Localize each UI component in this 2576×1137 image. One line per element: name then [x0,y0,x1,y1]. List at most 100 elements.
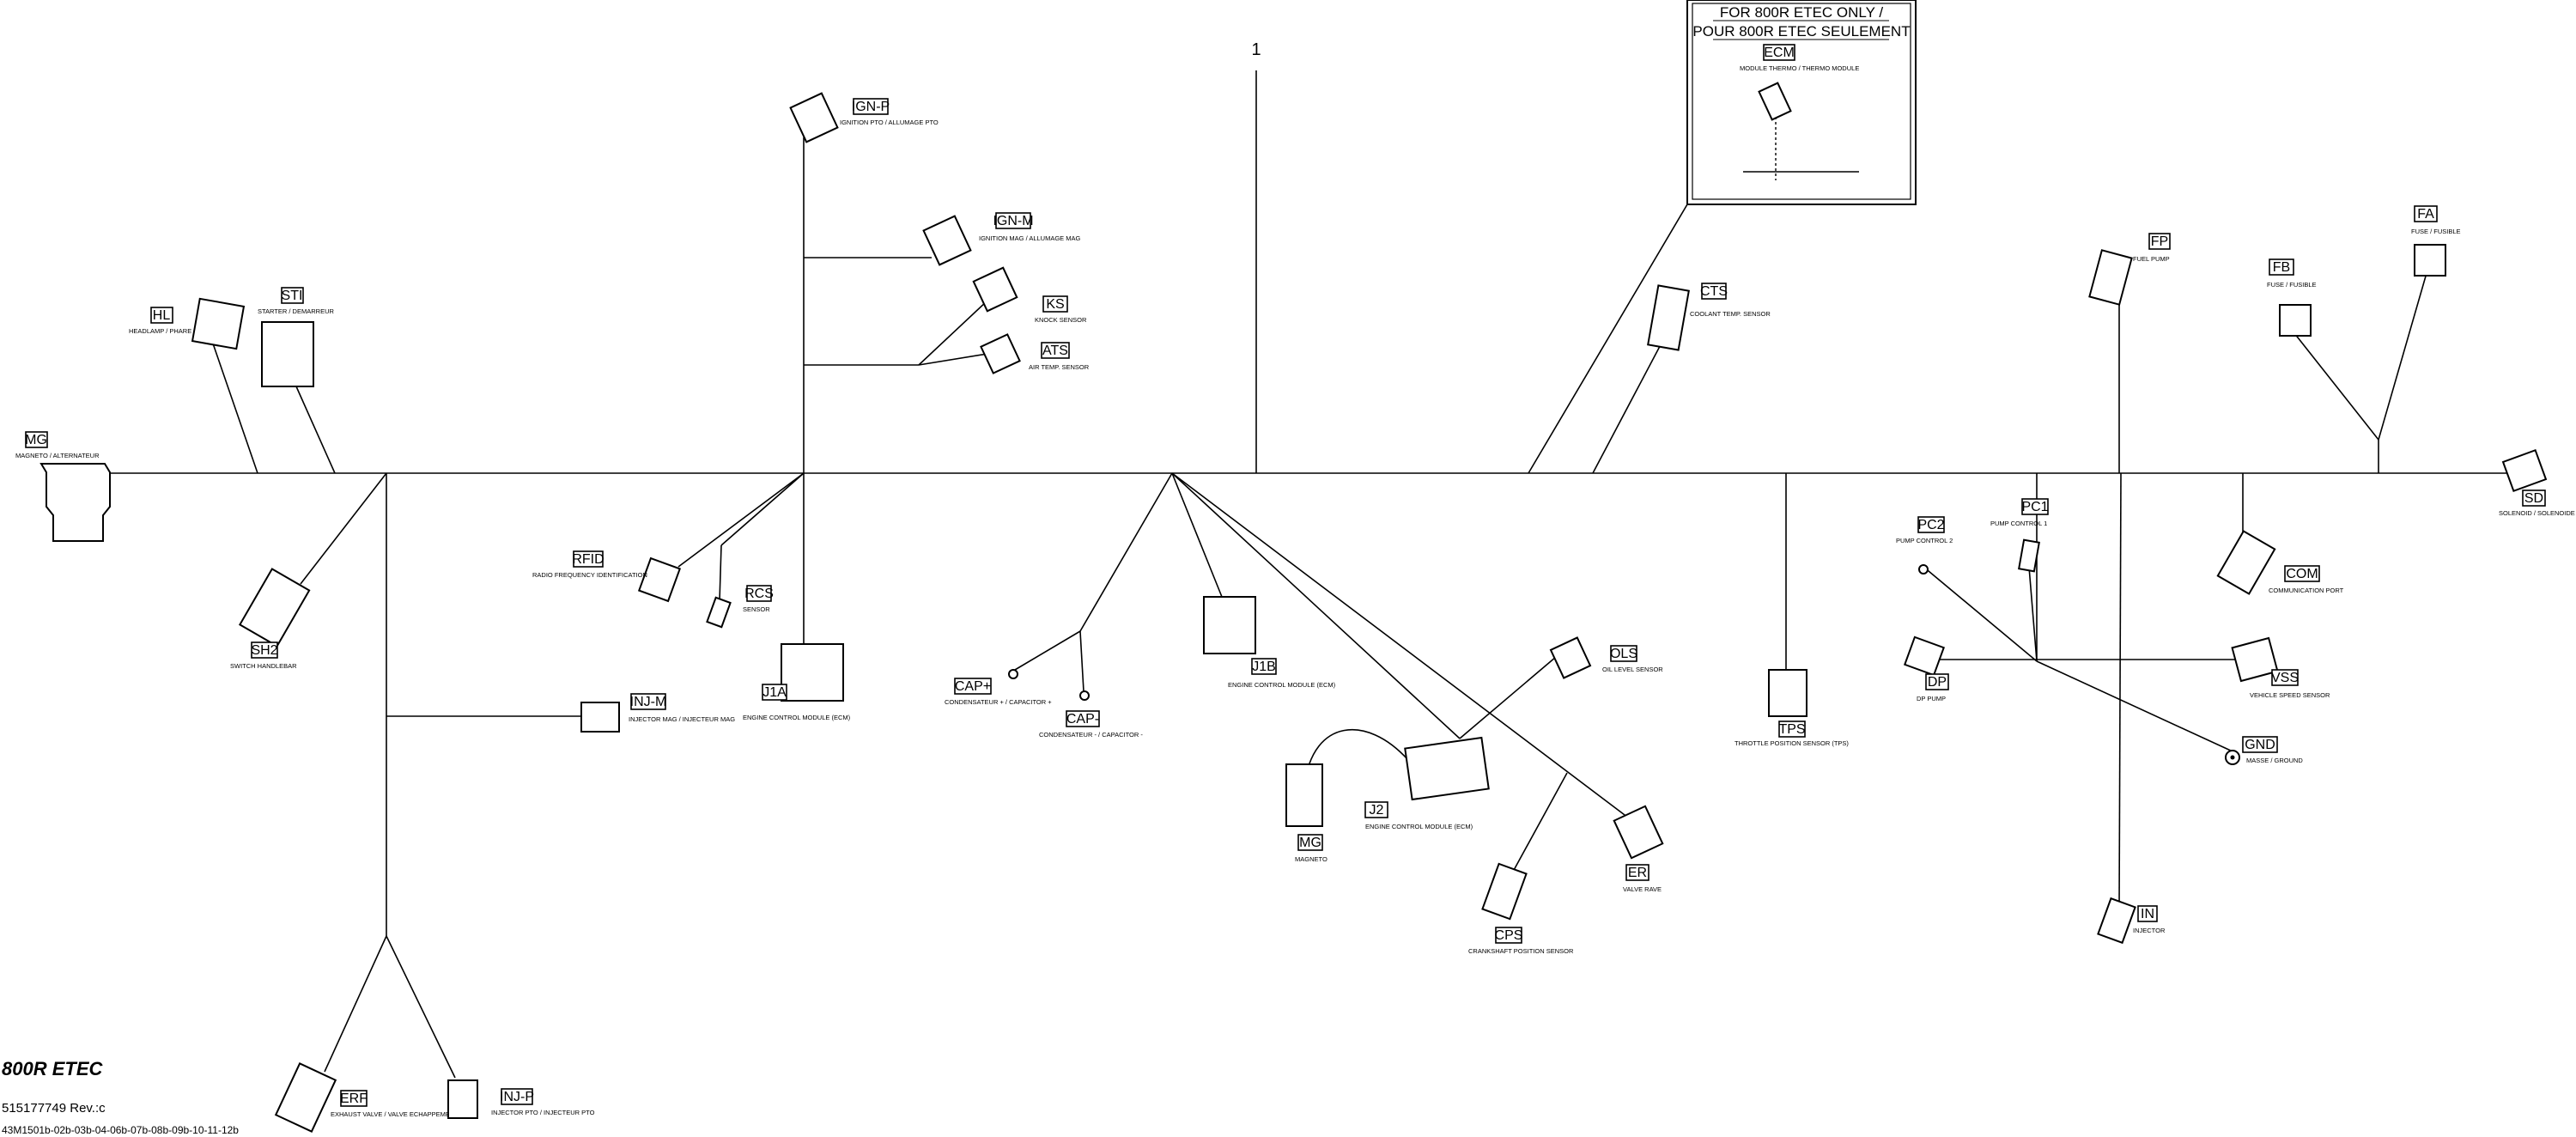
svg-text:HL: HL [153,308,171,323]
svg-text:COOLANT TEMP. SENSOR: COOLANT TEMP. SENSOR [1690,310,1771,318]
connector-J1A[interactable]: J1A ENGINE CONTROL MODULE (ECM) [743,643,851,721]
svg-text:AIR TEMP. SENSOR: AIR TEMP. SENSOR [1029,363,1090,371]
svg-text:CTS: CTS [1700,284,1728,299]
svg-text:SH2: SH2 [251,643,277,658]
svg-text:MAGNETO: MAGNETO [1295,855,1327,863]
svg-text:ATS: ATS [1042,344,1068,358]
svg-text:INJ-P: INJ-P [500,1090,534,1104]
connector-CPS[interactable]: CPS CRANKSHAFT POSITION SENSOR [1468,862,1574,955]
connector-CTS[interactable]: CTS COOLANT TEMP. SENSOR [1647,283,1771,351]
connector-CAP-minus[interactable]: CAP- CONDENSATEUR - / CAPACITOR - [1039,690,1143,739]
svg-text:PC2: PC2 [1917,518,1944,532]
svg-text:SOLENOID / SOLENOIDE: SOLENOID / SOLENOIDE [2499,509,2575,517]
svg-text:STARTER / DEMARREUR: STARTER / DEMARREUR [258,307,334,315]
svg-text:CPS: CPS [1495,928,1523,943]
connector-STI[interactable]: STI STARTER / DEMARREUR [258,287,334,387]
connector-FB[interactable]: FB FUSE / FUSIBLE [2267,258,2317,337]
connector-MG[interactable]: MG MAGNETO / ALTERNATEUR [15,431,111,542]
svg-text:DP: DP [1928,675,1947,690]
connector-RCS[interactable]: RCS SENSOR [706,585,774,629]
svg-text:TPS: TPS [1778,722,1805,737]
reference-number: 1 [1251,40,1261,59]
svg-text:ER: ER [1628,866,1647,880]
connector-IGN-M[interactable]: IGN-M IGNITION MAG / ALLUMAGE MAG [922,212,1081,266]
svg-text:FP: FP [2151,234,2168,249]
connector-MG-magneto[interactable]: MG MAGNETO [1285,763,1327,863]
svg-text:ERF: ERF [340,1091,368,1106]
connectors: MG MAGNETO / ALTERNATEUR HL HEADLAMP / P… [15,44,2575,1133]
svg-text:ENGINE CONTROL MODULE (ECM): ENGINE CONTROL MODULE (ECM) [1365,823,1473,830]
svg-text:OIL LEVEL SENSOR: OIL LEVEL SENSOR [1602,666,1663,673]
model-title: 800R ETEC [2,1058,103,1079]
connector-FA[interactable]: FA FUSE / FUSIBLE [2411,205,2461,277]
connector-VSS[interactable]: VSS VEHICLE SPEED SENSOR [2231,636,2330,699]
svg-text:MAGNETO / ALTERNATEUR: MAGNETO / ALTERNATEUR [15,452,100,459]
connector-INJ-M[interactable]: INJ-M INJECTOR MAG / INJECTEUR MAG [580,693,735,733]
svg-text:SD: SD [2524,491,2543,506]
connector-TPS[interactable]: TPS THROTTLE POSITION SENSOR (TPS) [1735,669,1849,747]
svg-text:DP PUMP: DP PUMP [1917,695,1946,702]
svg-text:FUSE / FUSIBLE: FUSE / FUSIBLE [2411,228,2461,235]
svg-text:SENSOR: SENSOR [743,605,770,613]
connector-SD[interactable]: SD SOLENOID / SOLENOIDE [2499,448,2575,517]
svg-text:INJ-M: INJ-M [630,695,667,709]
connector-KS[interactable]: KS KNOCK SENSOR [972,266,1087,324]
connector-ER[interactable]: ER VALVE RAVE [1613,805,1664,893]
connector-COM[interactable]: COM COMMUNICATION PORT [2216,530,2344,595]
svg-text:IN: IN [2141,907,2154,921]
svg-text:ECM: ECM [1764,46,1795,60]
connector-J1B[interactable]: J1B ENGINE CONTROL MODULE (ECM) [1203,596,1336,689]
svg-text:J1A: J1A [762,685,787,700]
connector-GND[interactable]: GND MASSE / GROUND [2225,736,2303,765]
svg-text:PUMP CONTROL 2: PUMP CONTROL 2 [1896,537,1953,544]
svg-text:VEHICLE SPEED SENSOR: VEHICLE SPEED SENSOR [2250,691,2330,699]
svg-text:INJECTOR PTO / INJECTEUR PTO: INJECTOR PTO / INJECTEUR PTO [491,1109,595,1116]
svg-text:KNOCK SENSOR: KNOCK SENSOR [1035,316,1087,324]
svg-text:COMMUNICATION PORT: COMMUNICATION PORT [2269,587,2344,594]
connector-FP[interactable]: FP FUEL PUMP [2088,233,2171,306]
svg-text:FUSE / FUSIBLE: FUSE / FUSIBLE [2267,281,2317,289]
svg-text:IGNITION MAG / ALLUMAGE MAG: IGNITION MAG / ALLUMAGE MAG [979,234,1081,242]
svg-text:FUEL PUMP: FUEL PUMP [2133,255,2170,263]
svg-text:FA: FA [2417,207,2434,222]
connector-ECM[interactable]: ECM MODULE THERMO / THERMO MODULE [1740,44,1859,72]
connector-OLS[interactable]: OLS OIL LEVEL SENSOR [1549,636,1663,679]
connector-ATS[interactable]: ATS AIR TEMP. SENSOR [980,333,1090,374]
connector-CAP-plus[interactable]: CAP+ CONDENSATEUR + / CAPACITOR + [945,669,1052,706]
connector-ERF[interactable]: ERF EXHAUST VALVE / VALVE ECHAPPEMENT [274,1062,459,1133]
connector-PC2[interactable]: PC2 PUMP CONTROL 2 [1896,516,1953,575]
svg-text:ENGINE CONTROL MODULE (ECM): ENGINE CONTROL MODULE (ECM) [743,714,851,721]
connector-SH2[interactable]: SH2 SWITCH HANDLEBAR [230,568,311,670]
svg-text:KS: KS [1046,297,1064,312]
svg-text:IGN-P: IGN-P [852,100,890,114]
svg-text:CONDENSATEUR - / CAPACITOR -: CONDENSATEUR - / CAPACITOR - [1039,731,1143,739]
svg-text:EXHAUST VALVE / VALVE ECHAPPEM: EXHAUST VALVE / VALVE ECHAPPEMENT [331,1110,459,1118]
connector-J2[interactable]: J2 ENGINE CONTROL MODULE (ECM) [1364,736,1490,830]
svg-text:IGN-M: IGN-M [993,214,1033,228]
connector-DP[interactable]: DP DP PUMP [1903,635,1949,702]
svg-text:PUMP CONTROL 1: PUMP CONTROL 1 [1990,520,2047,527]
svg-text:FB: FB [2273,260,2290,275]
part-number: 515177749 Rev.:c [2,1101,106,1116]
svg-text:CRANKSHAFT POSITION SENSOR: CRANKSHAFT POSITION SENSOR [1468,947,1574,955]
svg-text:MASSE / GROUND: MASSE / GROUND [2246,757,2303,764]
connector-RFID[interactable]: RFID RADIO FREQUENCY IDENTIFICATION [532,550,682,603]
svg-text:CONDENSATEUR + / CAPACITOR +: CONDENSATEUR + / CAPACITOR + [945,698,1052,706]
svg-text:VALVE RAVE: VALVE RAVE [1623,885,1662,893]
inset-panel: FOR 800R ETEC ONLY / POUR 800R ETEC SEUL… [1686,0,1917,205]
svg-text:SWITCH HANDLEBAR: SWITCH HANDLEBAR [230,662,297,670]
svg-text:CAP+: CAP+ [955,679,991,694]
svg-text:INJECTOR: INJECTOR [2133,927,2166,934]
inset-title-line1: FOR 800R ETEC ONLY / [1720,4,1883,21]
connector-PC1[interactable]: PC1 PUMP CONTROL 1 [1990,498,2049,573]
svg-text:COM: COM [2286,567,2318,581]
svg-text:RADIO FREQUENCY IDENTIFICATION: RADIO FREQUENCY IDENTIFICATION [532,571,647,579]
svg-text:IGNITION PTO / ALLUMAGE PTO: IGNITION PTO / ALLUMAGE PTO [840,119,939,126]
connector-IGN-P[interactable]: IGN-P IGNITION PTO / ALLUMAGE PTO [789,92,939,143]
connector-IN[interactable]: IN INJECTOR [2097,897,2166,945]
inset-title-line2: POUR 800R ETEC SEULEMENT [1692,23,1910,40]
svg-text:CAP-: CAP- [1066,712,1099,727]
connector-INJ-P[interactable]: INJ-P INJECTOR PTO / INJECTEUR PTO [447,1079,595,1119]
connector-HL[interactable]: HL HEADLAMP / PHARE [129,297,246,350]
